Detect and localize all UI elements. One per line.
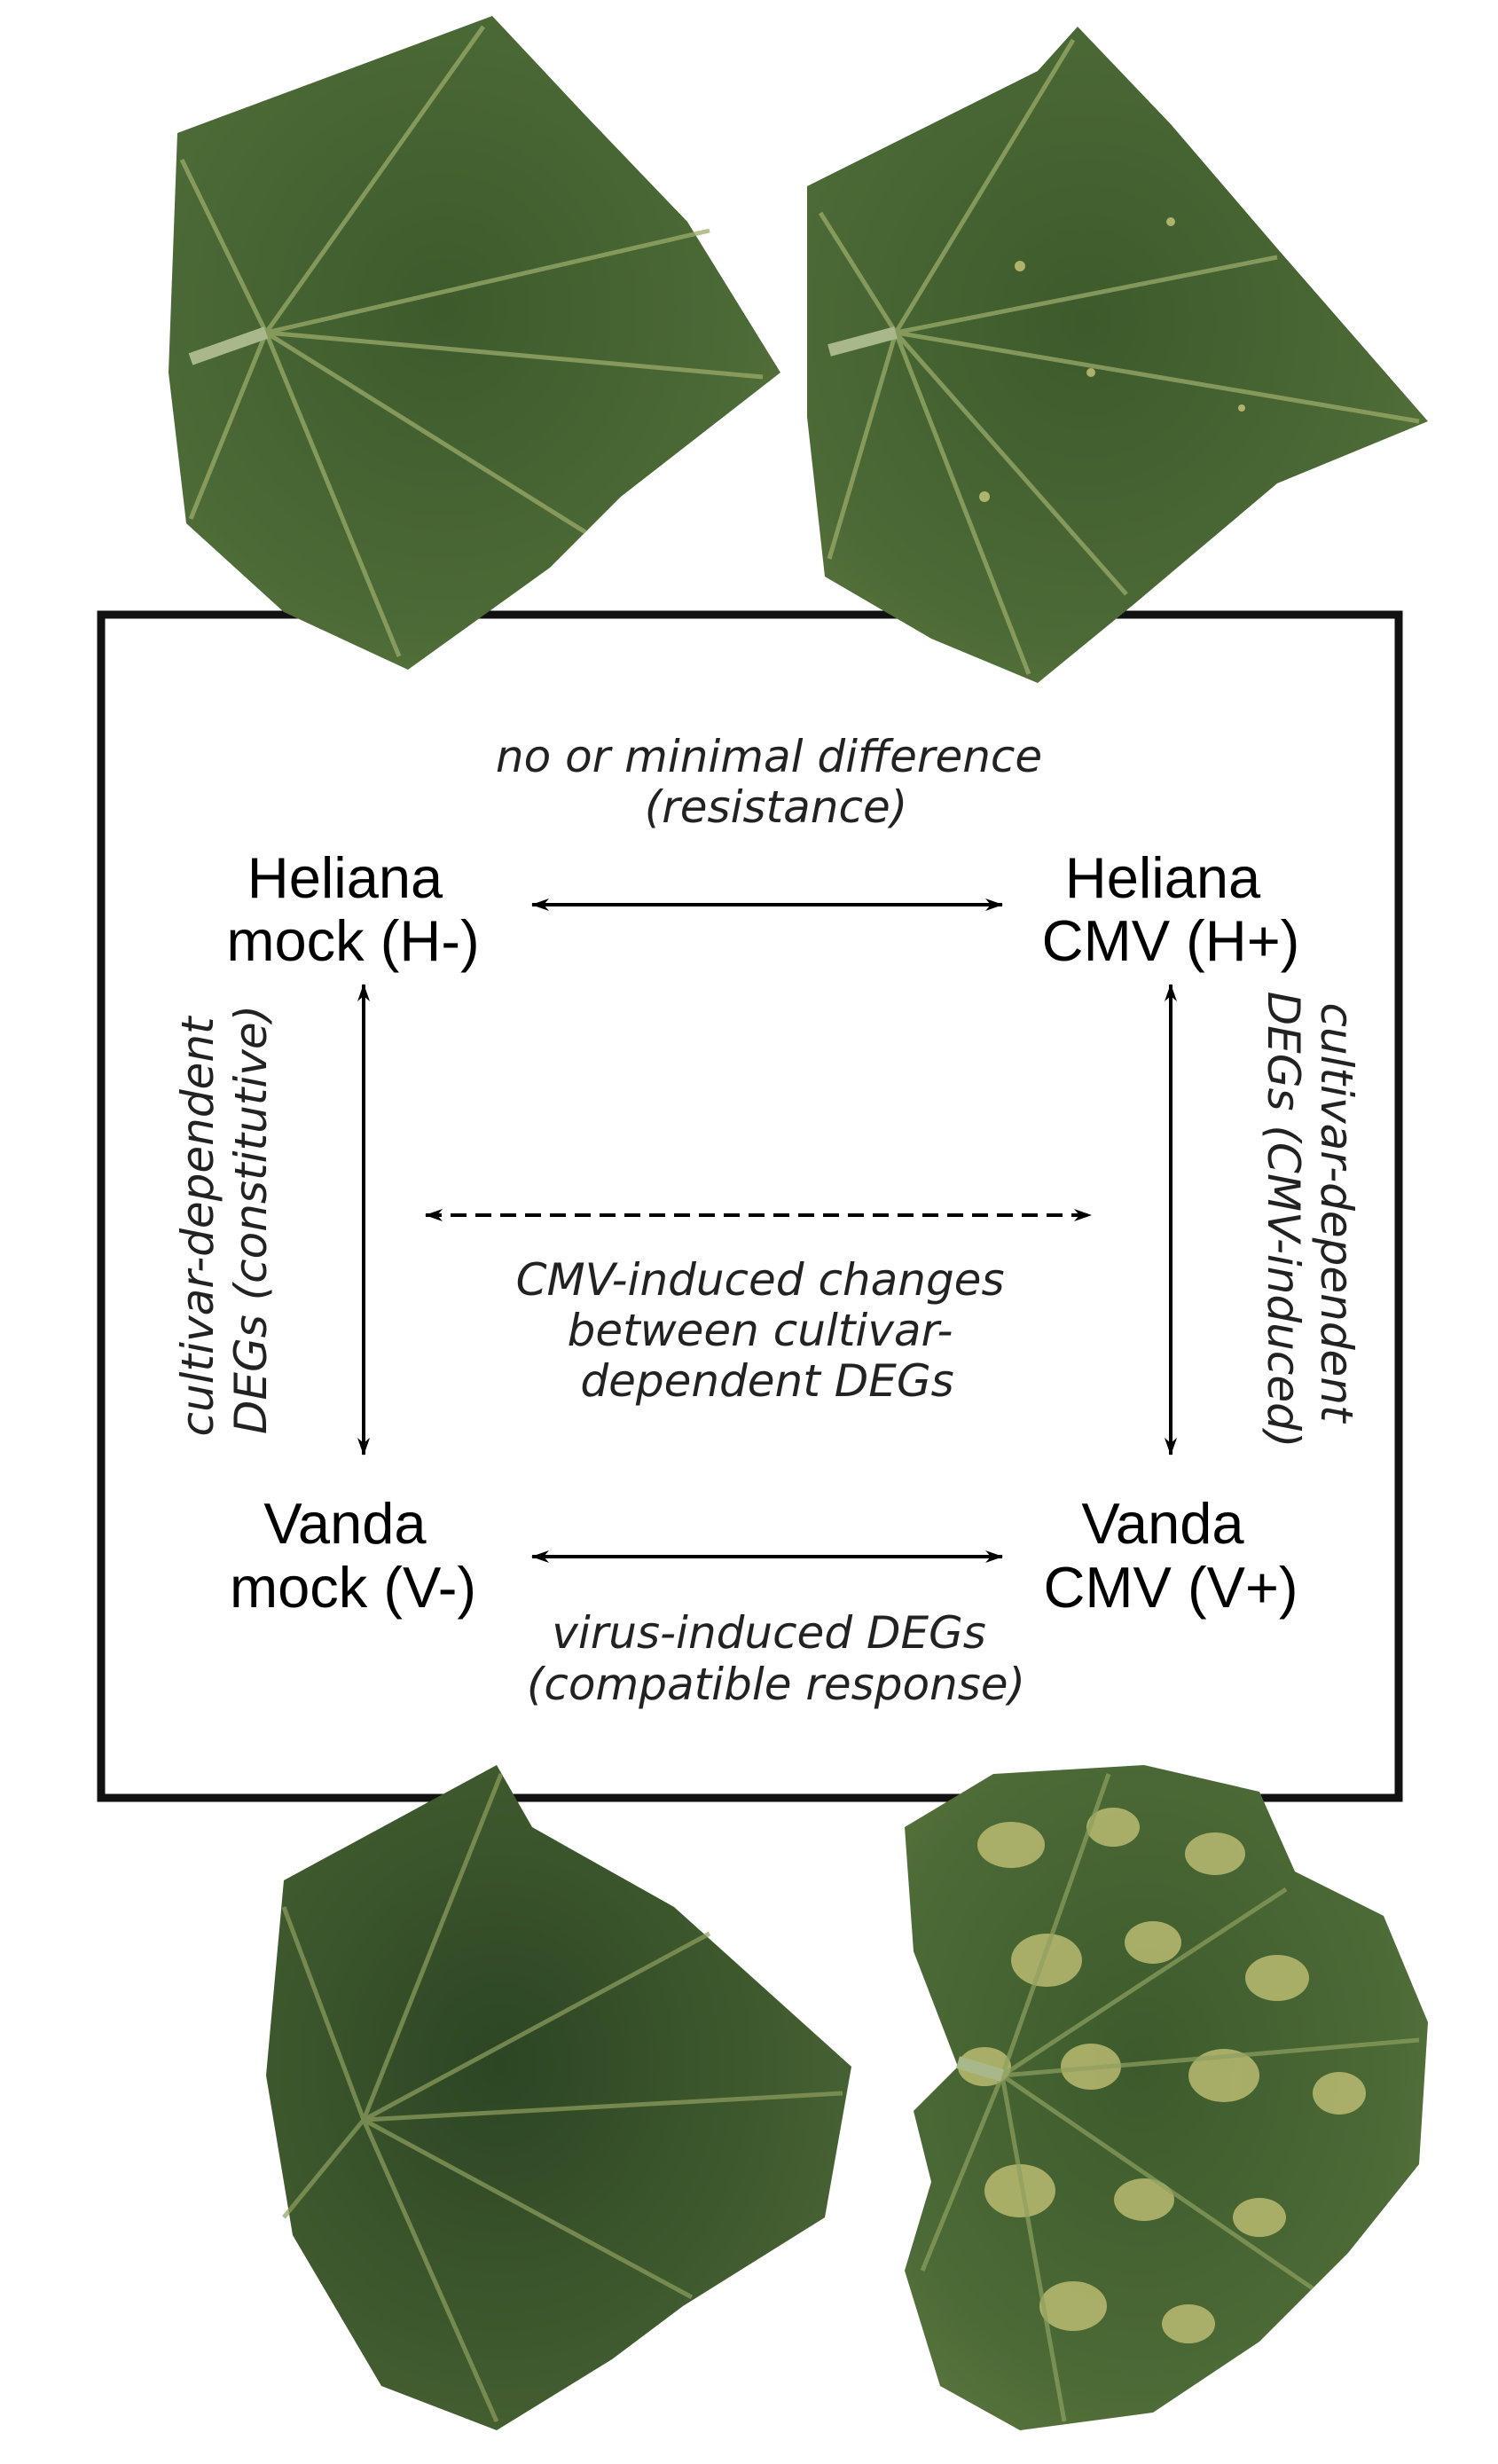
edge-left-label-line2: DEGs (constitutive) (225, 1005, 277, 1434)
edge-bottom-label-line2: (compatible response) (527, 1659, 1025, 1710)
svg-text:cultivar-dependent DEGs (C: cultivar-dependent DEGs (CMV-induced) (1258, 992, 1362, 1448)
edge-center-label-line1: CMV-induced changes (516, 1254, 1005, 1306)
edge-right-label-line2: DEGs (CMV-induced) (1258, 992, 1309, 1448)
edge-left-label-line1: cultivar-dependent (172, 1015, 224, 1437)
svg-text:CMV-induced changes betwee: CMV-induced changes between cultivar- de… (516, 1254, 1019, 1407)
svg-text:no or minimal difference (: no or minimal difference (resistance) (496, 731, 1056, 833)
leaf-photo-vanda-mock (266, 1765, 851, 2430)
svg-text:virus-induced DEGs (compat: virus-induced DEGs (compatible response) (527, 1607, 1025, 1710)
svg-text:cultivar-dependent DEGs (c: cultivar-dependent DEGs (constitutive) (172, 1002, 277, 1436)
edge-bottom-label-line1: virus-induced DEGs (552, 1607, 986, 1659)
node-heliana-mock-line2: mock (H-) (226, 908, 479, 973)
edge-center-label-line3: dependent DEGs (580, 1355, 953, 1407)
edge-right-label-line1: cultivar-dependent (1311, 1002, 1362, 1424)
node-vanda-cmv-line1: Vanda (1081, 1491, 1244, 1556)
svg-text:Heliana CMV (H+): Heliana CMV (H+) (1042, 845, 1300, 973)
leaf-photo-vanda-cmv (905, 1765, 1428, 2430)
node-vanda-mock-line1: Vanda (263, 1491, 427, 1556)
diagram-frame (97, 610, 1403, 1802)
svg-text:Heliana mock (H-): Heliana mock (H-) (226, 845, 479, 973)
svg-text:Vanda CMV (V+): Vanda CMV (V+) (1043, 1491, 1298, 1620)
node-vanda-cmv-line2: CMV (V+) (1043, 1555, 1298, 1620)
edge-center-label-line2: between cultivar- (568, 1305, 953, 1356)
node-heliana-mock-line1: Heliana (247, 845, 443, 910)
leaf-photo-heliana-mock (169, 16, 780, 670)
node-heliana-cmv-line2: CMV (H+) (1042, 908, 1300, 973)
edge-top-label-line1: no or minimal difference (496, 731, 1042, 782)
node-heliana-cmv-line1: Heliana (1065, 845, 1261, 910)
node-vanda-mock-line2: mock (V-) (230, 1555, 476, 1620)
leaf-photo-heliana-cmv (807, 27, 1428, 683)
svg-text:Vanda mock (V-): Vanda mock (V-) (230, 1491, 476, 1620)
edge-top-label-line2: (resistance) (645, 781, 908, 833)
